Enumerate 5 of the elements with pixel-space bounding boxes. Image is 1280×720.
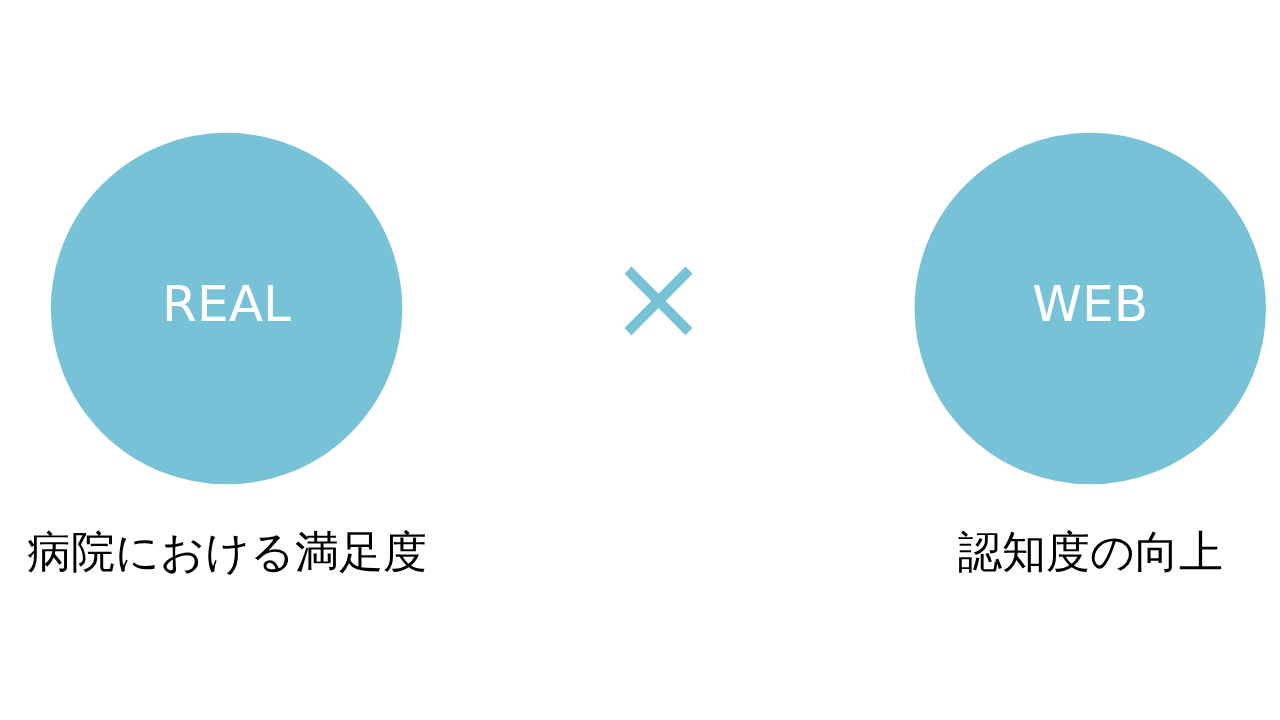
node-circle: REAL [50,132,403,484]
node-label: 病院における満足度 [26,526,427,577]
label: × [607,226,709,367]
node-circle: WEB [914,132,1266,484]
node-label: 認知度の向上 [957,526,1223,577]
